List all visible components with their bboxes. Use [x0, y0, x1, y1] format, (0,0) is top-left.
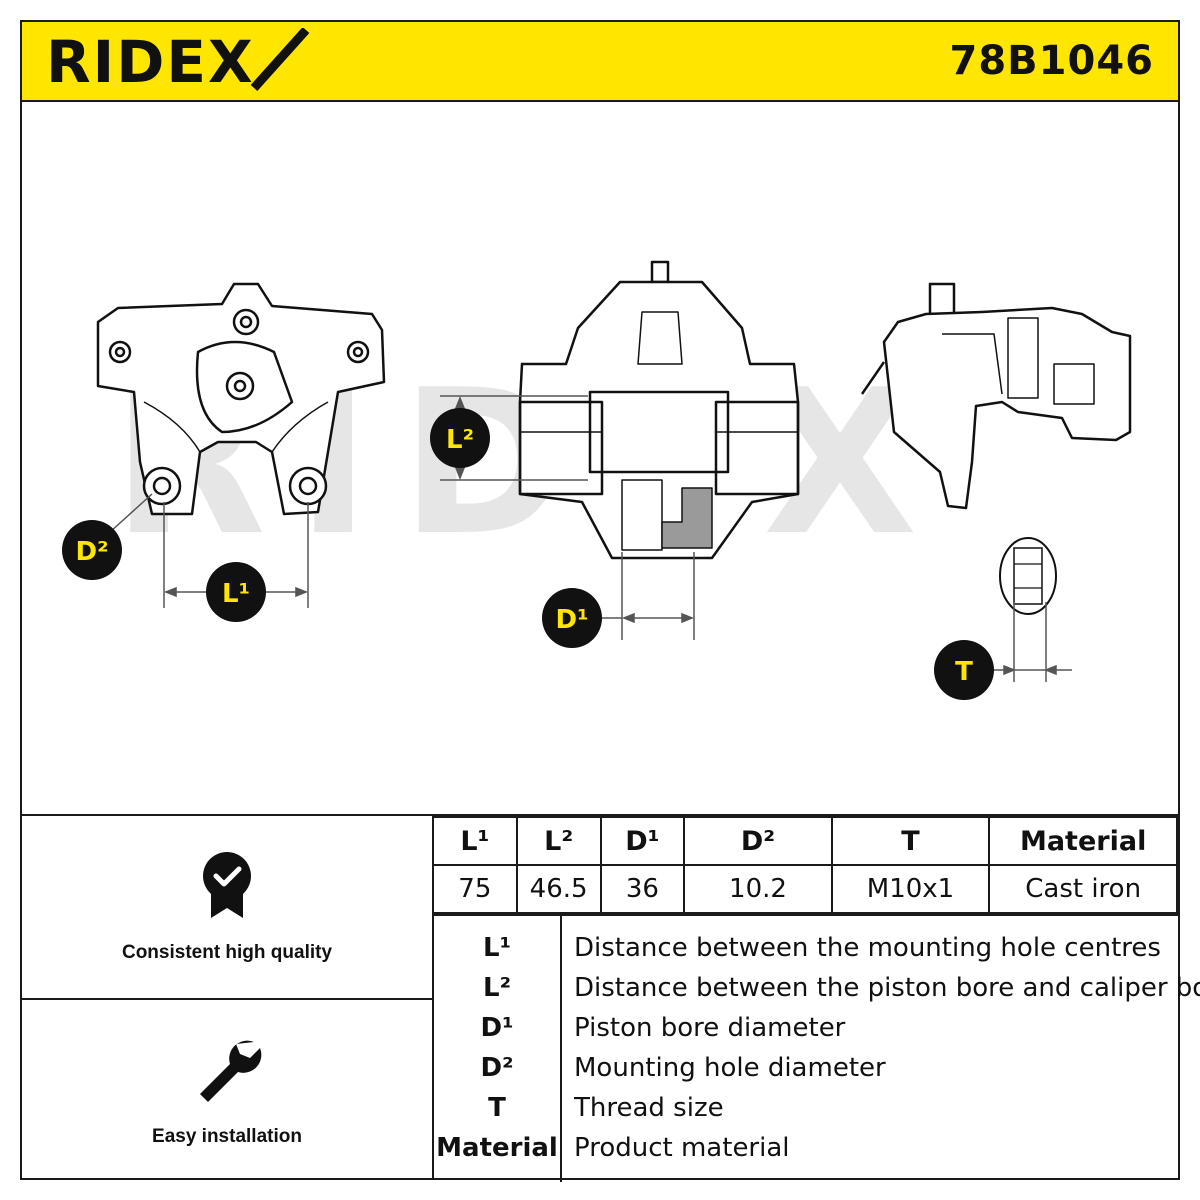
spec-header-row: L¹ L² D¹ D² T Material: [432, 816, 1178, 866]
svg-text:T: T: [955, 657, 973, 687]
feature-installation: Easy installation: [22, 1000, 432, 1180]
caliper-side-view: [860, 282, 1132, 510]
brand-logo: RIDEX: [44, 26, 314, 99]
spec-header-d1: D¹: [599, 816, 686, 866]
badge-l1: L¹: [206, 562, 266, 622]
caliper-top-view: [518, 260, 800, 560]
spec-value-t: M10x1: [830, 864, 991, 914]
legend-description: Distance between the mounting hole centr…: [574, 933, 1161, 963]
feature-panel: Consistent high quality Easy installatio…: [22, 816, 434, 1180]
product-sheet: RIDEX 78B1046 RIDEX: [20, 20, 1200, 1182]
spec-value-row: 75 46.5 36 10.2 M10x1 Cast iron: [432, 864, 1178, 914]
legend-symbol: D¹: [480, 1013, 514, 1043]
spec-header-material: Material: [988, 816, 1178, 866]
feature-installation-label: Easy installation: [152, 1126, 302, 1147]
spec-header-l1: L¹: [432, 816, 518, 866]
feature-quality-label: Consistent high quality: [121, 942, 333, 963]
svg-text:L²: L²: [446, 425, 474, 455]
legend-item: T Thread size: [432, 1088, 1178, 1128]
legend-description: Mounting hole diameter: [574, 1053, 886, 1083]
legend-description: Thread size: [574, 1093, 724, 1123]
feature-quality: Consistent high quality: [22, 816, 432, 1000]
spec-header-d2: D²: [683, 816, 833, 866]
spec-value-l2: 46.5: [515, 864, 602, 914]
legend-symbol: L¹: [483, 933, 511, 963]
caliper-front-view: [96, 282, 386, 516]
legend-description: Piston bore diameter: [574, 1013, 846, 1043]
legend-symbol: T: [488, 1093, 506, 1123]
caliper-technical-drawing: RIDEX: [22, 102, 1178, 814]
specification-section: Consistent high quality Easy installatio…: [22, 814, 1200, 1182]
badge-d1: D¹: [542, 588, 602, 648]
legend-item: Material Product material: [432, 1128, 1178, 1168]
legend-divider: [560, 916, 562, 1182]
dimension-l1: [109, 493, 309, 608]
spec-value-material: Cast iron: [988, 864, 1178, 914]
spec-value-l1: 75: [432, 864, 518, 914]
svg-text:D¹: D¹: [556, 605, 589, 635]
quality-badge-icon: [203, 852, 251, 918]
spec-header-t: T: [830, 816, 991, 866]
legend-item: L¹ Distance between the mounting hole ce…: [432, 928, 1178, 968]
spec-value-d2: 10.2: [683, 864, 833, 914]
legend-list: L¹ Distance between the mounting hole ce…: [432, 914, 1200, 1182]
spec-table: L¹ L² D¹ D² T Material 75 46.5 36 10.2 M…: [432, 816, 1178, 914]
spec-header-l2: L²: [515, 816, 602, 866]
header-bar: RIDEX 78B1046: [22, 22, 1178, 102]
badge-t: T: [934, 640, 994, 700]
legend-symbol: L²: [483, 973, 511, 1003]
badge-l2: L²: [430, 408, 490, 468]
legend-description: Product material: [574, 1133, 790, 1163]
part-number: 78B1046: [949, 38, 1154, 84]
svg-text:D²: D²: [76, 537, 109, 567]
svg-text:L¹: L¹: [222, 579, 250, 609]
legend-item: L² Distance between the piston bore and …: [432, 968, 1200, 1008]
svg-text:RIDEX: RIDEX: [46, 28, 255, 94]
legend-symbol: D²: [480, 1053, 514, 1083]
spec-value-d1: 36: [599, 864, 686, 914]
legend-description: Distance between the piston bore and cal…: [574, 973, 1200, 1003]
bleed-screw-detail: [999, 537, 1057, 615]
legend-item: D² Mounting hole diameter: [432, 1048, 1178, 1088]
badge-d2: D²: [62, 520, 122, 580]
legend-item: D¹ Piston bore diameter: [432, 1008, 1178, 1048]
dimension-t: [986, 602, 1072, 682]
wrench-icon: [200, 1040, 262, 1102]
legend-symbol: Material: [436, 1133, 558, 1163]
